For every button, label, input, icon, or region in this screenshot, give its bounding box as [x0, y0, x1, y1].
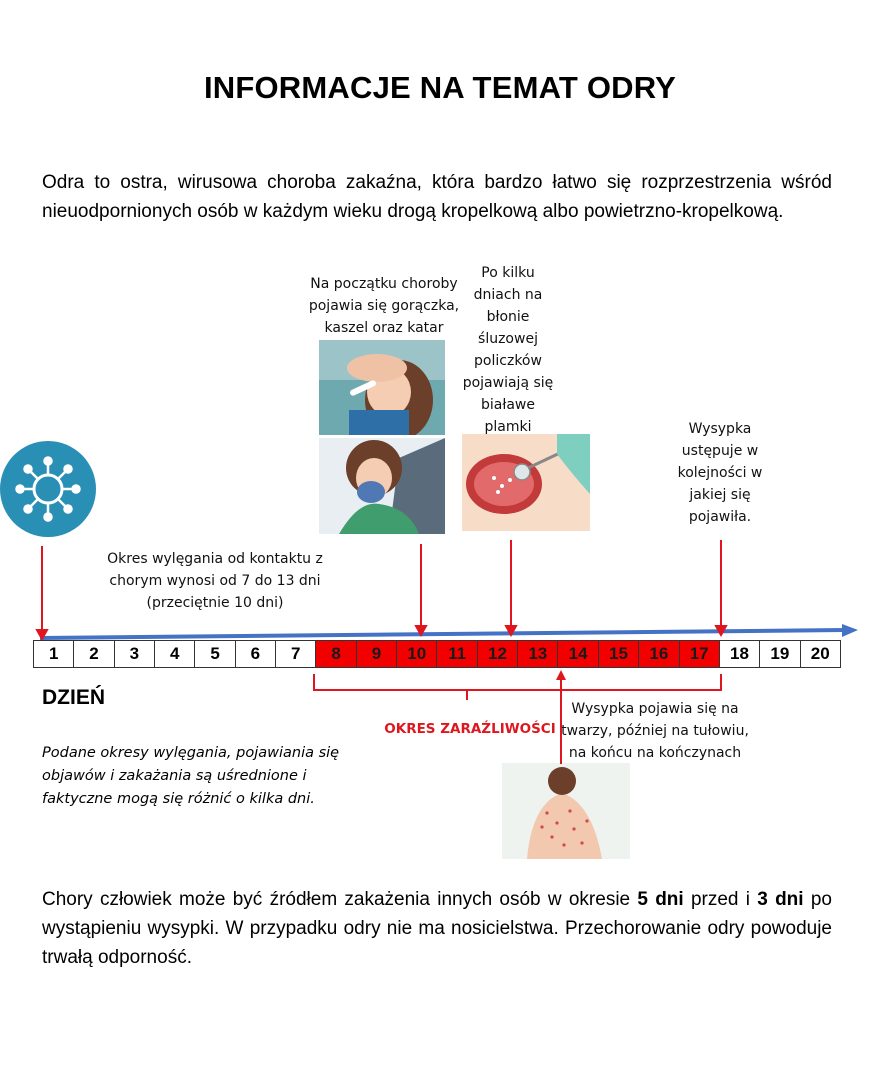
contagious-period-label: OKRES ZARAŹLIWOŚCI	[384, 721, 556, 737]
outro-text-1: Chory człowiek może być źródłem zakażeni…	[42, 889, 638, 910]
note-rash-fades: Wysypka ustępuje w kolejności w jakiej s…	[677, 421, 763, 525]
day-cell: 15	[597, 640, 640, 668]
day-cell: 5	[194, 640, 236, 668]
fever-thermometer-image	[319, 340, 445, 435]
timeline-graphics	[35, 540, 858, 700]
day-cell: 20	[799, 640, 842, 668]
note-rash: Wysypka pojawia się na twarzy, później n…	[561, 701, 749, 761]
day-cell: 2	[73, 640, 115, 668]
intro-paragraph: Odra to ostra, wirusowa choroba zakaźna,…	[42, 172, 832, 222]
rash-marker	[556, 670, 566, 764]
day-cell: 4	[154, 640, 196, 668]
day-cell: 17	[678, 640, 720, 668]
day-cell: 9	[355, 640, 398, 668]
day-cell: 14	[557, 640, 599, 668]
disclaimer-note: Podane okresy wylęgania, pojawiania się …	[42, 745, 340, 807]
day-cell: 16	[638, 640, 680, 668]
day-cell: 18	[718, 640, 761, 668]
contagious-bracket	[313, 674, 722, 700]
day-cell: 3	[113, 640, 156, 668]
koplik-spots-image	[462, 434, 590, 531]
day-cell: 10	[396, 640, 438, 668]
note-incubation: Okres wylęgania od kontaktu z chorym wyn…	[107, 551, 323, 611]
day-label: DZIEŃ	[42, 686, 105, 709]
note-fever: Na początku choroby pojawia się gorączka…	[308, 276, 460, 336]
outro-bold-3-days: 3 dni	[757, 889, 804, 910]
rash-back-image	[502, 763, 630, 859]
note-koplik: Po kilku dniach na błonie śluzowej polic…	[462, 265, 554, 457]
virus-icon	[0, 441, 96, 537]
day-cell: 11	[436, 640, 478, 668]
timeline-arrow	[39, 628, 846, 640]
day-cell: 12	[476, 640, 519, 668]
outro-text-2: przed i	[683, 889, 758, 910]
cough-sneeze-image	[319, 438, 445, 534]
day-cell: 1	[32, 640, 75, 668]
day-cell: 13	[517, 640, 559, 668]
outro-paragraph: Chory człowiek może być źródłem zakażeni…	[42, 885, 832, 972]
outro-text-3: po wystąpieniu wysypki. W przypadku odry…	[42, 889, 832, 968]
page-title: INFORMACJE NA TEMAT ODRY	[203, 70, 677, 105]
day-cell: 8	[315, 640, 357, 668]
day-cell: 7	[275, 640, 317, 668]
day-cell: 6	[234, 640, 277, 668]
day-cell: 19	[759, 640, 801, 668]
outro-bold-5-days: 5 dni	[637, 889, 684, 910]
